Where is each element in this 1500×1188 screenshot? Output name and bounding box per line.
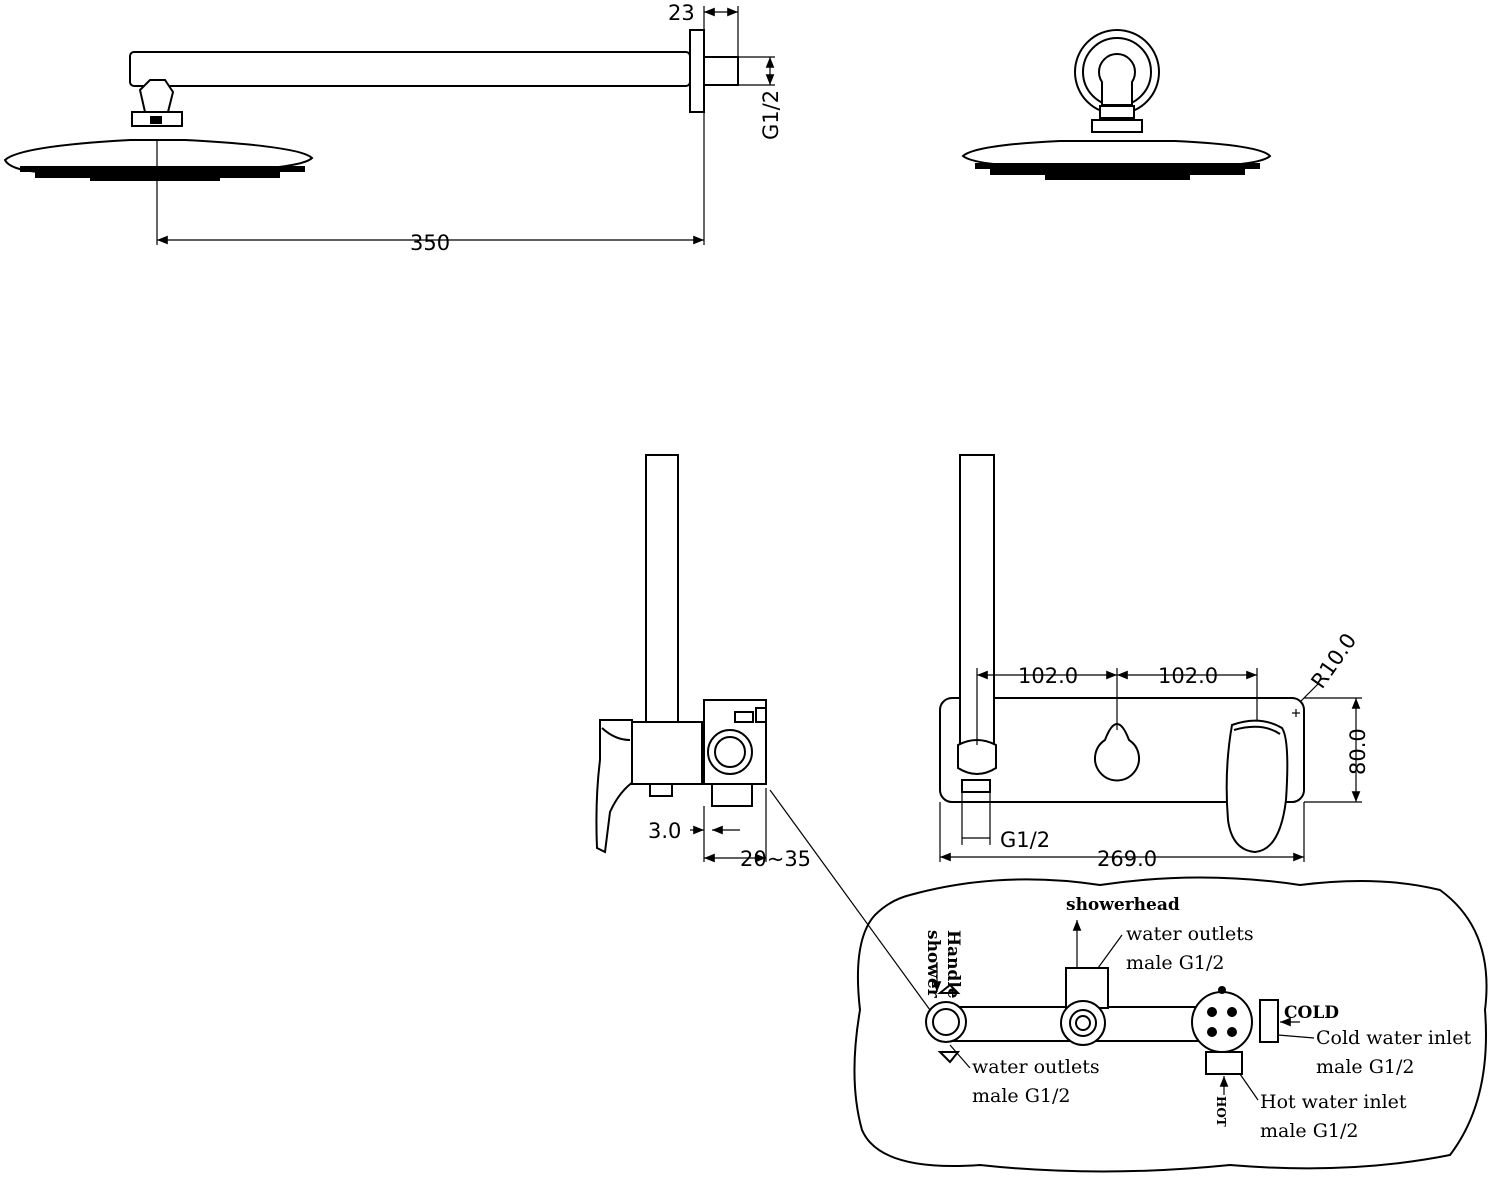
label-showerhead: showerhead <box>1066 895 1180 915</box>
dim-350: 350 <box>410 231 450 255</box>
dim-r10: R10.0 <box>1306 629 1361 693</box>
label-shower: shower <box>923 930 943 999</box>
ball-joint <box>138 79 175 113</box>
callout-cloud <box>853 876 1488 1173</box>
valve-callout: showerhead water outlets male G1/2 Handl… <box>853 876 1488 1173</box>
dim-20-35: 20~35 <box>740 847 811 871</box>
label-left-outlet-2: male G1/2 <box>972 1085 1070 1107</box>
label-left-outlet-1: water outlets <box>972 1056 1100 1078</box>
showerhead-nozzles <box>20 166 305 181</box>
label-top-outlet-2: male G1/2 <box>1126 952 1224 974</box>
diverter-knob <box>1094 723 1140 782</box>
shower-arm-front-view <box>961 29 1272 180</box>
dim-outlet-thread: G1/2 <box>1000 828 1050 852</box>
dim-102-left: 102.0 <box>1018 664 1078 688</box>
dim-3: 3.0 <box>648 819 681 843</box>
dim-269: 269.0 <box>1097 847 1157 871</box>
mixer-front-view: 102.0 102.0 80.0 R10.0 269.0 G1/2 <box>939 454 1370 871</box>
handle-lever <box>595 719 638 854</box>
hand-shower-rail-side <box>645 454 679 726</box>
label-cold-2: male G1/2 <box>1316 1056 1414 1078</box>
label-hot-2: male G1/2 <box>1260 1120 1358 1142</box>
shower-arm-side-view: 350 23 G1/2 <box>3 1 783 255</box>
wall-flange <box>689 29 705 113</box>
dim-arm-thread: G1/2 <box>759 90 783 140</box>
shower-arm <box>129 51 691 87</box>
label-cold-tag: COLD <box>1284 1003 1339 1023</box>
callout-leader <box>769 789 931 1011</box>
dim-80: 80.0 <box>1346 728 1370 775</box>
label-top-outlet-1: water outlets <box>1126 923 1254 945</box>
arm-thread-stub <box>703 56 739 86</box>
label-hot-1: Hot water inlet <box>1260 1091 1407 1113</box>
label-cold-1: Cold water inlet <box>1316 1027 1471 1049</box>
label-handle: Handle <box>943 930 963 999</box>
dim-102-right: 102.0 <box>1158 664 1218 688</box>
mixer-side-view: 3.0 20~35 <box>595 454 931 1011</box>
mixer-handle-front <box>1225 719 1289 854</box>
dim-23: 23 <box>668 1 695 25</box>
label-hot-tag: HOT <box>1214 1096 1228 1127</box>
